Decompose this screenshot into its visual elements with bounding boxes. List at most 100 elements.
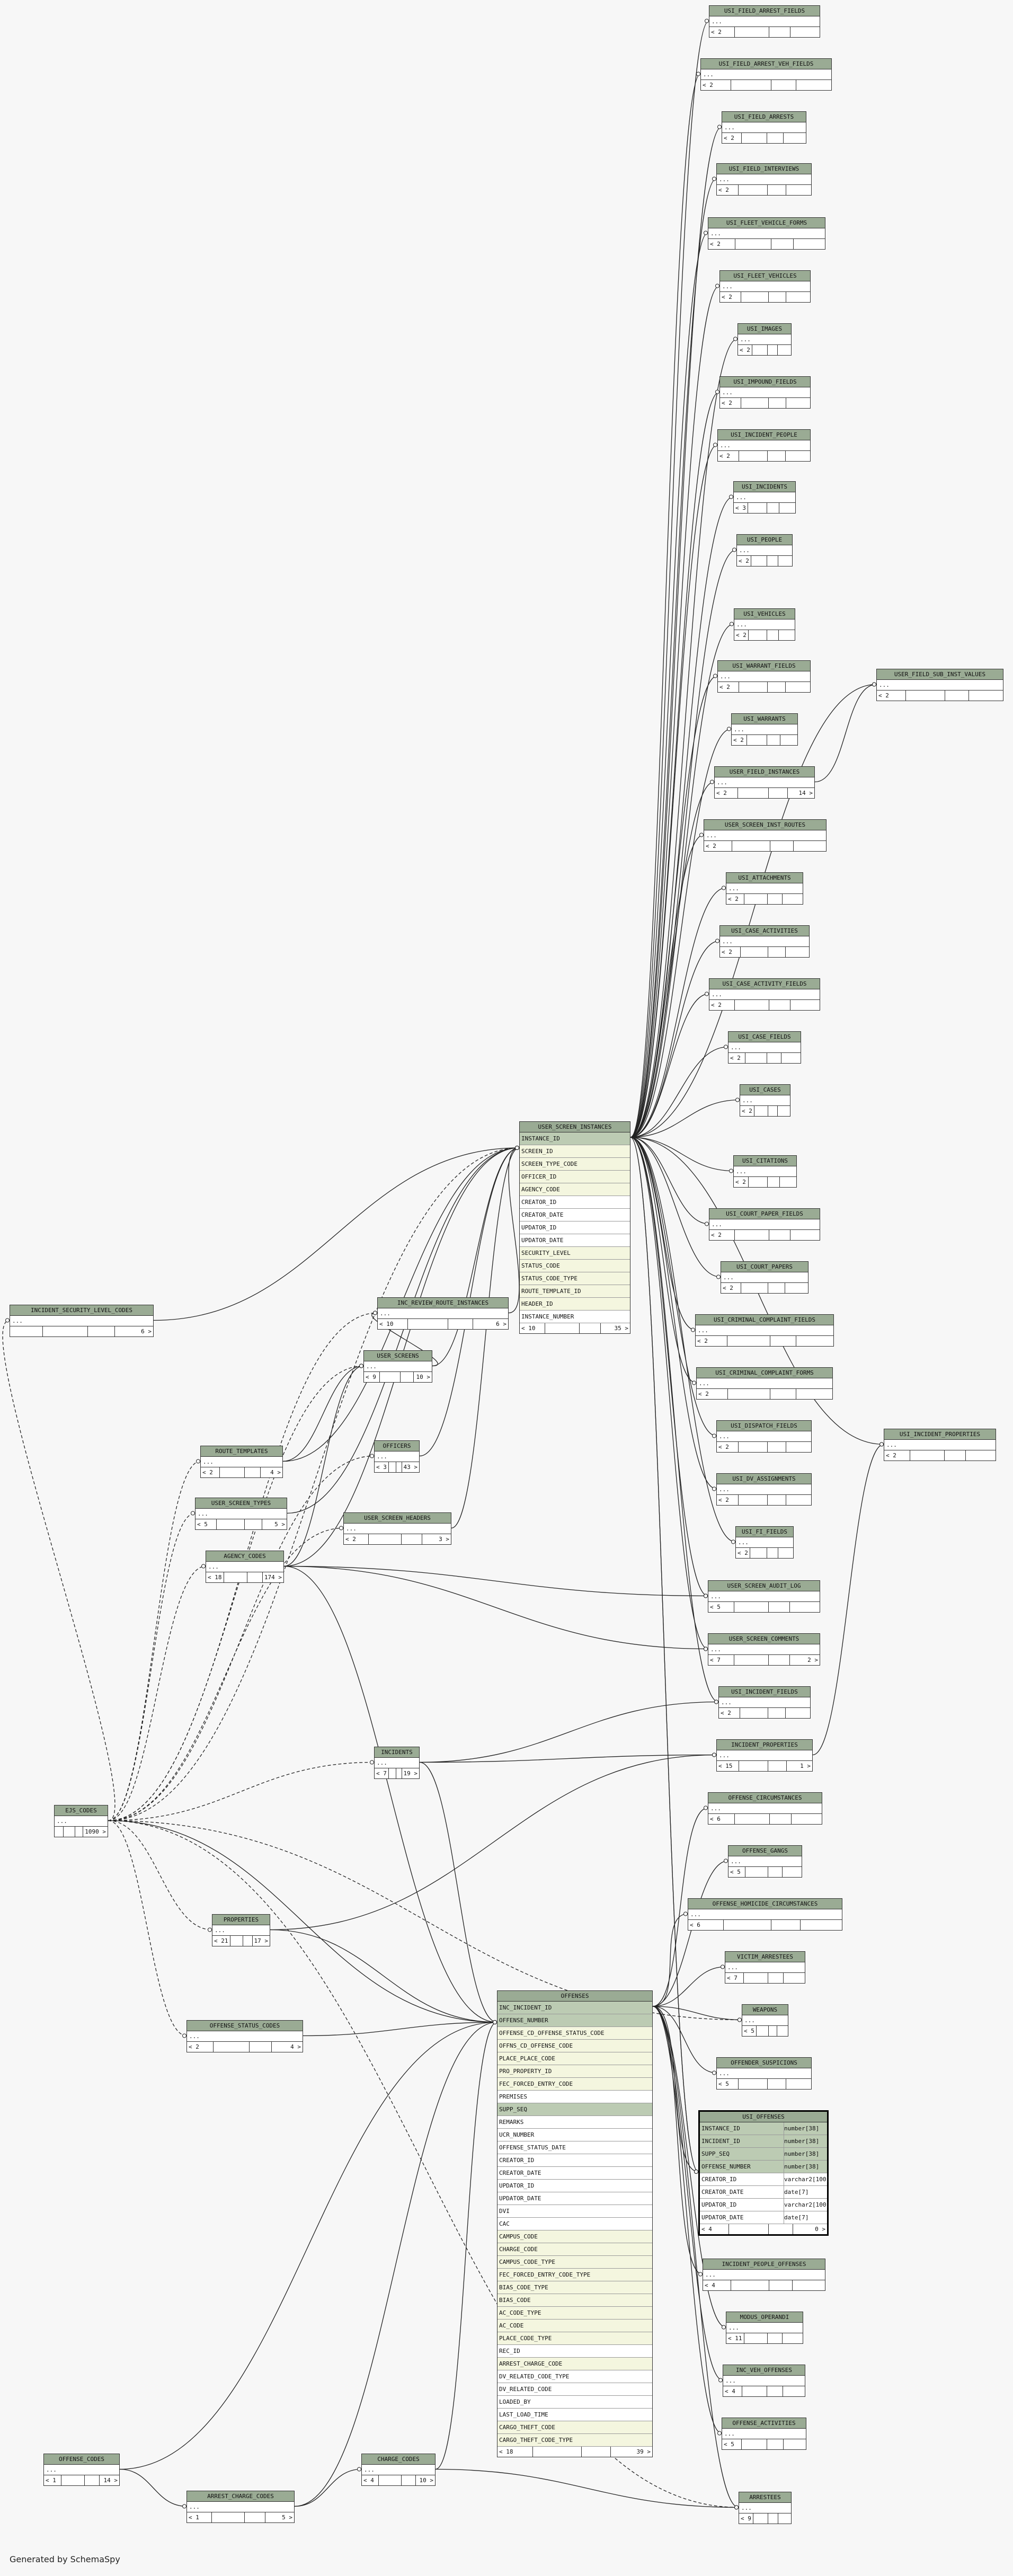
table-title[interactable]: VICTIM_ARRESTEES bbox=[725, 1952, 805, 1962]
table-usi-vehicles[interactable]: USI_VEHICLES ... < 2 bbox=[734, 608, 795, 641]
table-title[interactable]: AGENCY_CODES bbox=[206, 1551, 283, 1562]
table-title[interactable]: USER_SCREEN_INSTANCES bbox=[520, 1122, 630, 1132]
table-title[interactable]: OFFENSES bbox=[497, 1991, 652, 2002]
column-supp-seq[interactable]: SUPP_SEQ number[38] bbox=[700, 2148, 827, 2161]
table-title[interactable]: OFFICERS bbox=[375, 1441, 419, 1451]
table-title[interactable]: USI_WARRANT_FIELDS bbox=[718, 661, 810, 671]
table-usi-court-paper-fields[interactable]: USI_COURT_PAPER_FIELDS ... < 2 bbox=[709, 1208, 820, 1241]
table-usi-incident-properties[interactable]: USI_INCIDENT_PROPERTIES ... < 2 bbox=[884, 1429, 996, 1461]
table-agency-codes[interactable]: AGENCY_CODES ... < 18 174 > bbox=[206, 1551, 284, 1583]
column-bias-code[interactable]: BIAS_CODE bbox=[497, 2294, 652, 2307]
table-title[interactable]: USI_CASE_ACTIVITY_FIELDS bbox=[709, 979, 820, 989]
table-title[interactable]: USI_IMAGES bbox=[738, 324, 791, 334]
column-ac-code-type[interactable]: AC_CODE_TYPE bbox=[497, 2307, 652, 2320]
table-usi-fleet-vehicles[interactable]: USI_FLEET_VEHICLES ... < 2 bbox=[719, 270, 811, 303]
table-title[interactable]: USER_FIELD_SUB_INST_VALUES bbox=[877, 669, 1003, 680]
table-offense-homicide-circumstances[interactable]: OFFENSE_HOMICIDE_CIRCUMSTANCES ... < 6 bbox=[688, 1898, 842, 1931]
table-title[interactable]: USI_INCIDENT_PEOPLE bbox=[718, 430, 810, 440]
table-title[interactable]: USI_CASES bbox=[740, 1085, 790, 1095]
table-title[interactable]: ARREST_CHARGE_CODES bbox=[187, 2491, 294, 2502]
column-updator-date[interactable]: UPDATOR_DATE date[7] bbox=[700, 2211, 827, 2224]
table-title[interactable]: USER_SCREEN_HEADERS bbox=[344, 1513, 451, 1524]
column-creator-id[interactable]: CREATOR_ID bbox=[497, 2154, 652, 2167]
table-title[interactable]: OFFENSE_CIRCUMSTANCES bbox=[708, 1793, 822, 1803]
table-title[interactable]: USI_INCIDENT_PROPERTIES bbox=[884, 1429, 996, 1440]
column-status-code-type[interactable]: STATUS_CODE_TYPE bbox=[520, 1272, 630, 1285]
table-title[interactable]: OFFENSE_HOMICIDE_CIRCUMSTANCES bbox=[688, 1899, 842, 1909]
table-ejs-codes[interactable]: EJS_CODES ... 1090 > bbox=[54, 1805, 108, 1837]
column-updator-date[interactable]: UPDATOR_DATE bbox=[520, 1234, 630, 1247]
column-fec-forced-entry-code-type[interactable]: FEC_FORCED_ENTRY_CODE_TYPE bbox=[497, 2269, 652, 2281]
column-bias-code-type[interactable]: BIAS_CODE_TYPE bbox=[497, 2281, 652, 2294]
table-usi-impound-fields[interactable]: USI_IMPOUND_FIELDS ... < 2 bbox=[719, 376, 811, 409]
table-usi-offenses[interactable]: USI_OFFENSES INSTANCE_ID number[38] INCI… bbox=[698, 2110, 830, 2236]
table-title[interactable]: USER_SCREENS bbox=[364, 1351, 432, 1361]
table-user-screen-types[interactable]: USER_SCREEN_TYPES ... < 5 5 > bbox=[195, 1498, 287, 1530]
table-officers[interactable]: OFFICERS ... < 3 43 > bbox=[374, 1440, 420, 1473]
column-pro-property-id[interactable]: PRO_PROPERTY_ID bbox=[497, 2065, 652, 2078]
table-title[interactable]: USI_FIELD_ARREST_VEH_FIELDS bbox=[701, 59, 831, 69]
table-usi-dv-assignments[interactable]: USI_DV_ASSIGNMENTS ... < 2 bbox=[716, 1473, 812, 1506]
table-incident-people-offenses[interactable]: INCIDENT_PEOPLE_OFFENSES ... < 4 bbox=[703, 2259, 825, 2291]
table-title[interactable]: USER_FIELD_INSTANCES bbox=[715, 767, 814, 777]
table-title[interactable]: USI_COURT_PAPERS bbox=[721, 1262, 808, 1272]
column-charge-code[interactable]: CHARGE_CODE bbox=[497, 2243, 652, 2256]
table-title[interactable]: USI_CITATIONS bbox=[734, 1156, 796, 1166]
column-instance-id[interactable]: INSTANCE_ID number[38] bbox=[700, 2122, 827, 2135]
column-header-id[interactable]: HEADER_ID bbox=[520, 1298, 630, 1311]
table-user-screen-inst-routes[interactable]: USER_SCREEN_INST_ROUTES ... < 2 bbox=[704, 819, 827, 852]
column-creator-date[interactable]: CREATOR_DATE date[7] bbox=[700, 2186, 827, 2199]
table-incident-security-level-codes[interactable]: INCIDENT_SECURITY_LEVEL_CODES ... 6 > bbox=[10, 1305, 154, 1337]
table-modus-operandi[interactable]: MODUS_OPERANDI ... < 11 bbox=[726, 2312, 803, 2344]
table-usi-case-activities[interactable]: USI_CASE_ACTIVITIES ... < 2 bbox=[719, 925, 810, 958]
table-usi-court-papers[interactable]: USI_COURT_PAPERS ... < 2 bbox=[721, 1261, 808, 1294]
table-title[interactable]: MODUS_OPERANDI bbox=[726, 2312, 803, 2323]
table-title[interactable]: USI_COURT_PAPER_FIELDS bbox=[709, 1209, 820, 1219]
column-updator-id[interactable]: UPDATOR_ID bbox=[497, 2180, 652, 2192]
table-usi-attachments[interactable]: USI_ATTACHMENTS ... < 2 bbox=[726, 872, 803, 905]
table-title[interactable]: USER_SCREEN_INST_ROUTES bbox=[704, 820, 826, 830]
table-usi-field-interviews[interactable]: USI_FIELD_INTERVIEWS ... < 2 bbox=[716, 163, 812, 196]
table-title[interactable]: USI_FIELD_ARRESTS bbox=[722, 112, 806, 122]
table-usi-people[interactable]: USI_PEOPLE ... < 2 bbox=[736, 534, 793, 566]
table-title[interactable]: USI_FLEET_VEHICLES bbox=[720, 271, 810, 281]
table-charge-codes[interactable]: CHARGE_CODES ... < 4 10 > bbox=[361, 2454, 436, 2486]
table-properties[interactable]: PROPERTIES ... < 21 17 > bbox=[212, 1914, 270, 1946]
table-title[interactable]: USI_OFFENSES bbox=[700, 2112, 827, 2122]
table-title[interactable]: USI_IMPOUND_FIELDS bbox=[720, 377, 810, 387]
column-last-load-time[interactable]: LAST_LOAD_TIME bbox=[497, 2409, 652, 2421]
column-creator-date[interactable]: CREATOR_DATE bbox=[497, 2167, 652, 2180]
table-title[interactable]: OFFENSE_CODES bbox=[44, 2454, 119, 2465]
column-security-level[interactable]: SECURITY_LEVEL bbox=[520, 1247, 630, 1260]
table-usi-criminal-complaint-forms[interactable]: USI_CRIMINAL_COMPLAINT_FORMS ... < 2 bbox=[696, 1367, 833, 1400]
table-usi-cases[interactable]: USI_CASES ... < 2 bbox=[740, 1084, 790, 1117]
table-usi-field-arrest-fields[interactable]: USI_FIELD_ARREST_FIELDS ... < 2 bbox=[709, 5, 820, 38]
column-supp-seq[interactable]: SUPP_SEQ bbox=[497, 2103, 652, 2116]
column-route-template-id[interactable]: ROUTE_TEMPLATE_ID bbox=[520, 1285, 630, 1298]
column-cargo-theft-code-type[interactable]: CARGO_THEFT_CODE_TYPE bbox=[497, 2434, 652, 2447]
table-title[interactable]: USI_DISPATCH_FIELDS bbox=[717, 1421, 811, 1431]
table-usi-dispatch-fields[interactable]: USI_DISPATCH_FIELDS ... < 2 bbox=[716, 1420, 812, 1453]
table-usi-incident-fields[interactable]: USI_INCIDENT_FIELDS ... < 2 bbox=[718, 1686, 811, 1719]
column-agency-code[interactable]: AGENCY_CODE bbox=[520, 1183, 630, 1196]
table-title[interactable]: INCIDENT_PROPERTIES bbox=[717, 1740, 812, 1750]
table-title[interactable]: USER_SCREEN_AUDIT_LOG bbox=[708, 1581, 820, 1591]
table-title[interactable]: USER_SCREEN_COMMENTS bbox=[708, 1634, 820, 1644]
table-title[interactable]: INC_REVIEW_ROUTE_INSTANCES bbox=[378, 1298, 508, 1308]
column-creator-date[interactable]: CREATOR_DATE bbox=[520, 1209, 630, 1221]
table-usi-field-arrests[interactable]: USI_FIELD_ARRESTS ... < 2 bbox=[722, 111, 806, 144]
table-title[interactable]: USI_CRIMINAL_COMPLAINT_FIELDS bbox=[696, 1315, 833, 1325]
table-user-screen-comments[interactable]: USER_SCREEN_COMMENTS ... < 7 2 > bbox=[708, 1633, 820, 1666]
column-updator-date[interactable]: UPDATOR_DATE bbox=[497, 2192, 652, 2205]
table-title[interactable]: EJS_CODES bbox=[55, 1805, 108, 1816]
table-title[interactable]: USI_FI_FIELDS bbox=[736, 1527, 793, 1537]
table-title[interactable]: INCIDENT_SECURITY_LEVEL_CODES bbox=[10, 1305, 153, 1316]
table-offense-codes[interactable]: OFFENSE_CODES ... < 1 14 > bbox=[43, 2454, 120, 2486]
table-title[interactable]: USI_DV_ASSIGNMENTS bbox=[717, 1474, 811, 1484]
table-title[interactable]: USI_FIELD_ARREST_FIELDS bbox=[709, 6, 820, 16]
column-status-code[interactable]: STATUS_CODE bbox=[520, 1260, 630, 1272]
table-title[interactable]: USI_INCIDENTS bbox=[734, 482, 795, 492]
table-title[interactable]: USI_CASE_ACTIVITIES bbox=[720, 926, 809, 936]
